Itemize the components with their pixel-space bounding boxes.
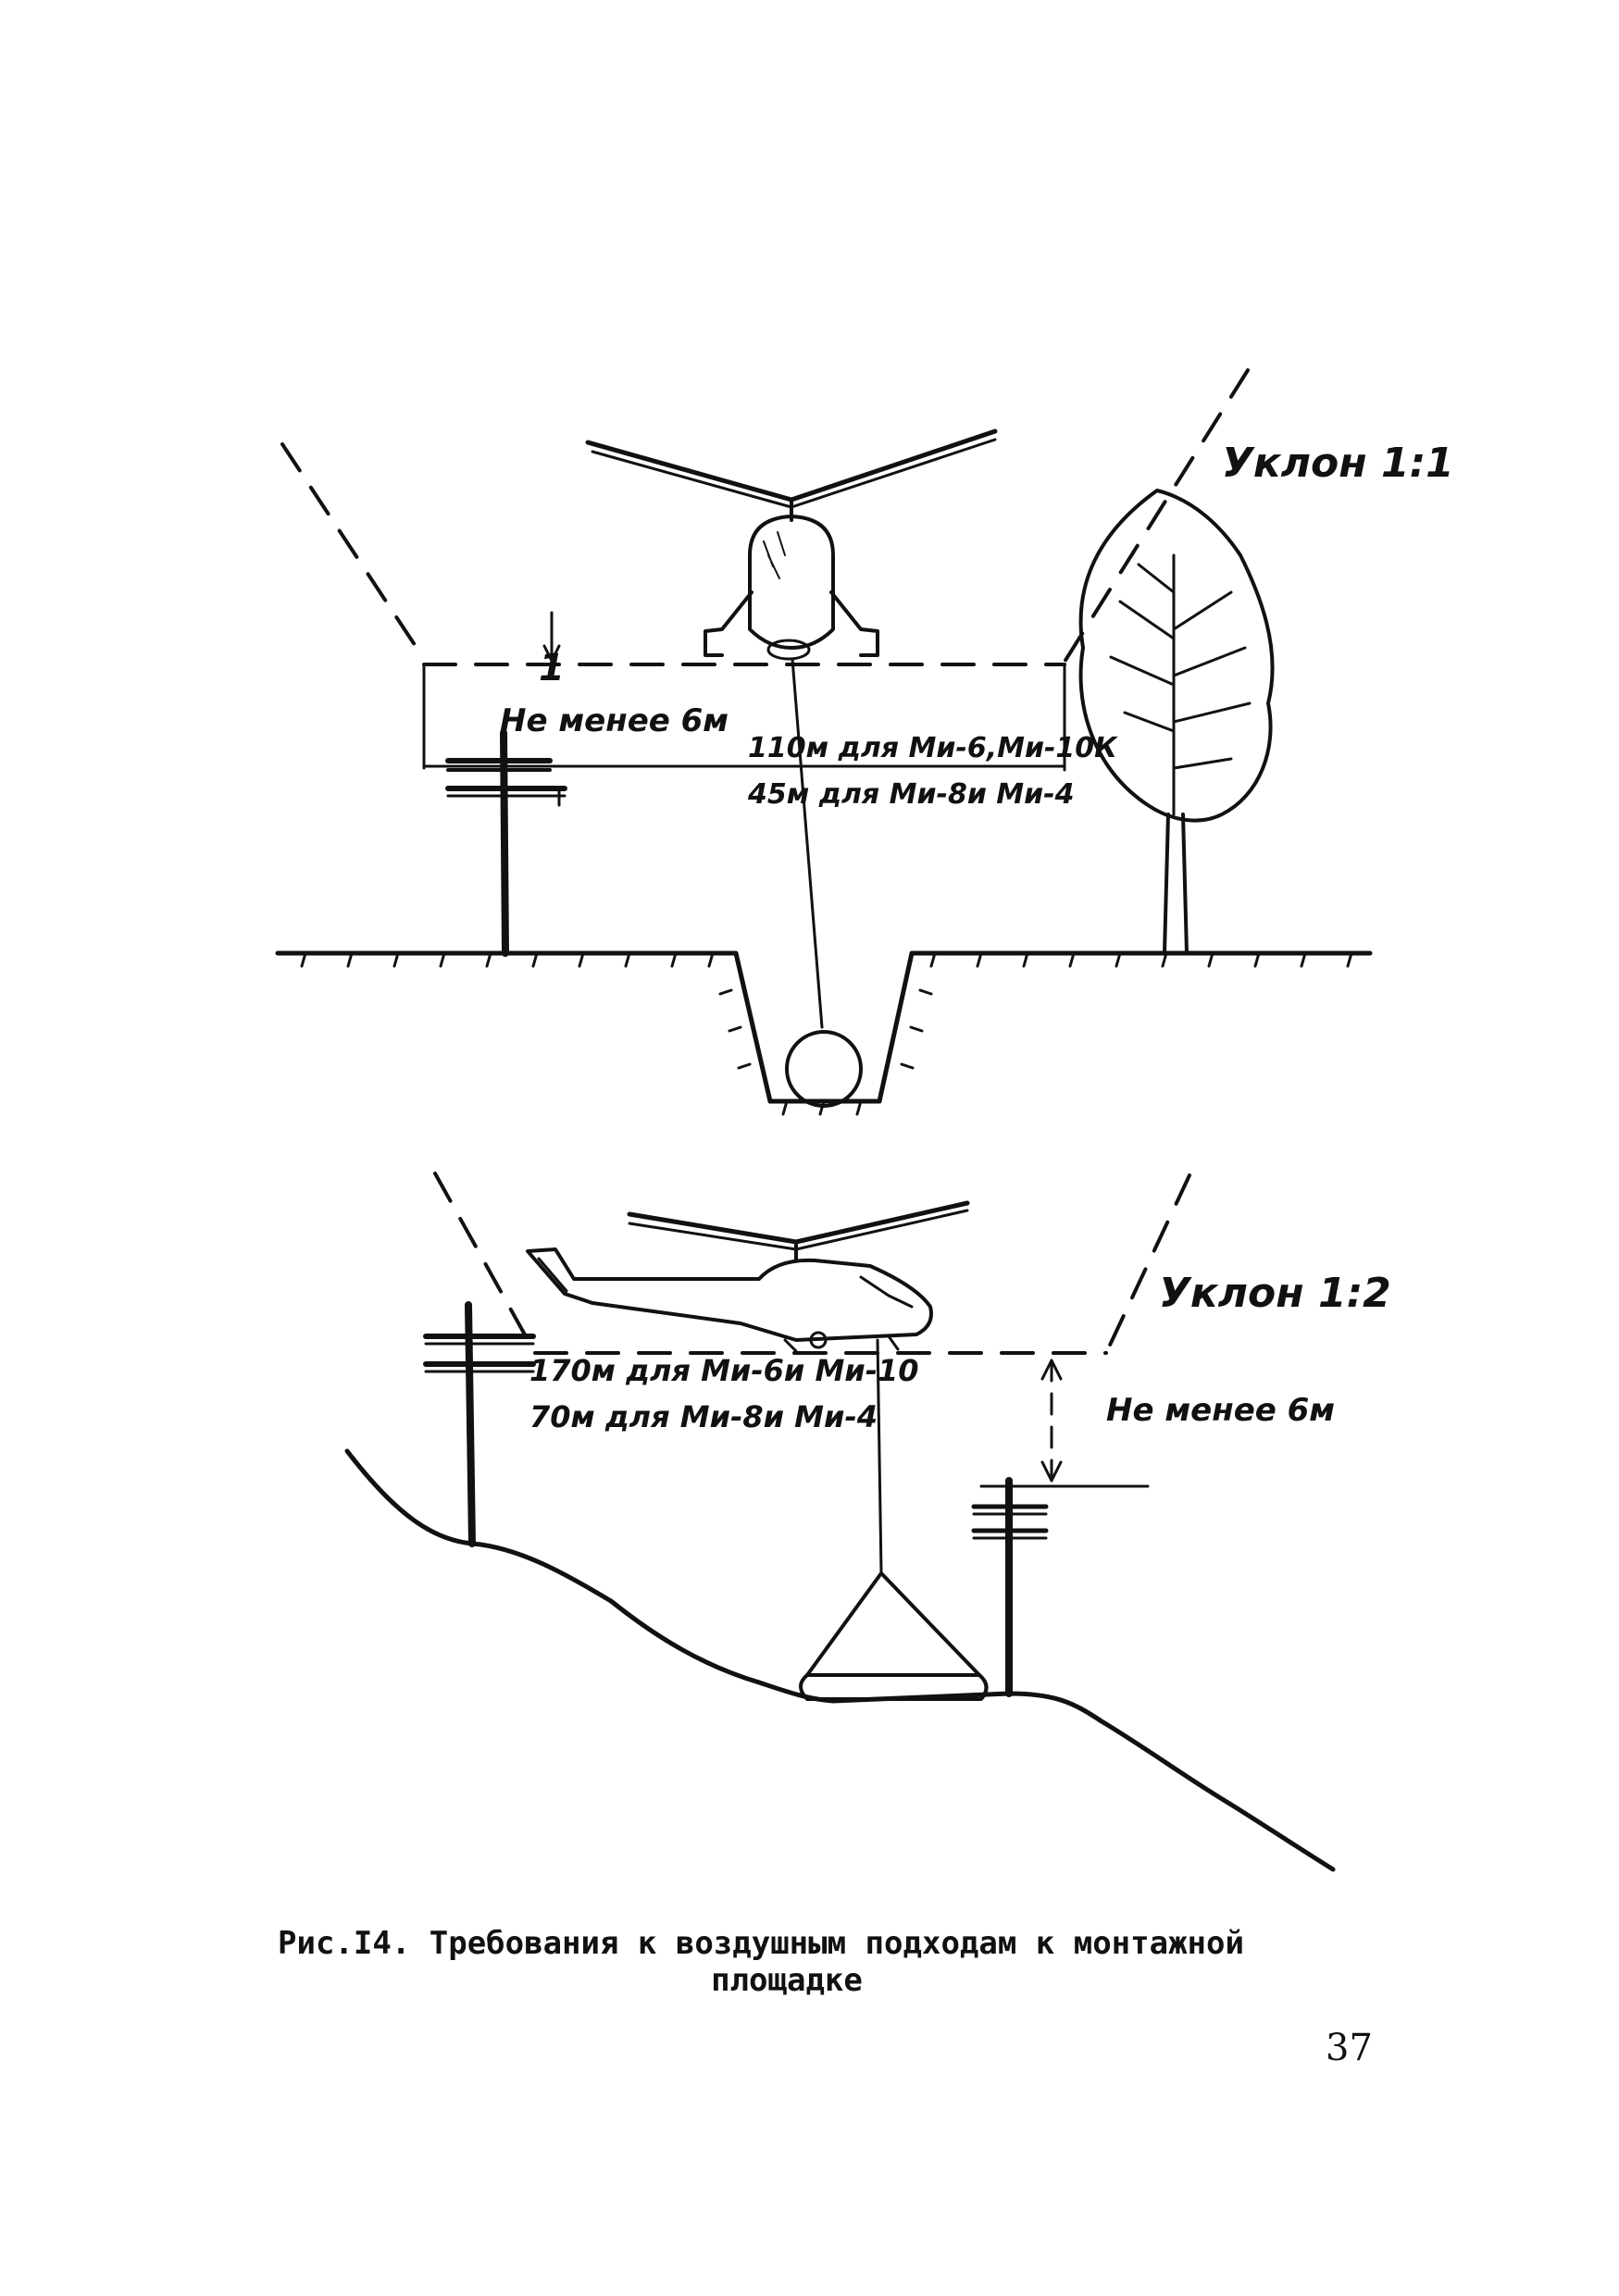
bottom-clearance-arrow-up <box>1040 1359 1063 1381</box>
bottom-left-slope-line <box>433 1172 537 1355</box>
pipe-load-icon <box>785 1030 863 1108</box>
page-number: 37 <box>1326 2027 1373 2069</box>
tree-icon <box>1078 489 1275 955</box>
bottom-load-cable <box>876 1338 883 1575</box>
top-load-cable <box>791 657 824 1029</box>
slung-load-icon <box>799 1571 989 1701</box>
top-clearance-label: Не менее 6м <box>500 702 729 739</box>
bottom-slope-label: Уклон 1:2 <box>1159 1270 1391 1317</box>
top-arrow-head <box>542 644 561 663</box>
top-diagram: Уклон 1:1 1 Не менее 6м 110м для Ми-6,Ми… <box>275 368 1454 1116</box>
figure-caption: Рис.I4. Требования к воздушным подходам … <box>278 1925 1296 1999</box>
bottom-distance-label-2: 70м для Ми-8и Ми-4 <box>529 1399 878 1434</box>
helicopter-front-view-icon <box>585 428 998 661</box>
bottom-diagram: Уклон 1:2 170м для Ми-6и Ми-10 70м для М… <box>344 1172 1391 1872</box>
top-ground-hatching <box>300 951 1353 1116</box>
top-power-pole-icon <box>445 729 567 957</box>
top-slope-label: Уклон 1:1 <box>1222 440 1454 487</box>
bottom-right-power-pole-icon <box>971 1477 1049 1697</box>
top-right-slope-line <box>1063 368 1250 664</box>
caption-line-2: площадке <box>711 1962 863 1999</box>
bottom-terrain-line <box>344 1448 1336 1872</box>
top-ground-line <box>275 950 1373 1104</box>
bottom-left-power-pole-icon <box>423 1301 536 1547</box>
bottom-distance-label-1: 170м для Ми-6и Ми-10 <box>529 1353 919 1388</box>
bottom-clearance-arrow-down <box>1040 1460 1063 1483</box>
top-left-slope-line <box>280 442 426 661</box>
helicopter-side-view-icon <box>526 1200 970 1353</box>
top-distance-label-2: 45м для Ми-8и Ми-4 <box>747 778 1075 811</box>
bottom-right-slope-line <box>1104 1173 1191 1355</box>
caption-line-1: Рис.I4. Требования к воздушным подходам … <box>278 1925 1244 1962</box>
top-distance-label-1: 110м для Ми-6,Ми-10К <box>748 732 1118 764</box>
bottom-clearance-label: Не менее 6м <box>1106 1392 1335 1429</box>
top-marker-label: 1 <box>539 647 565 689</box>
